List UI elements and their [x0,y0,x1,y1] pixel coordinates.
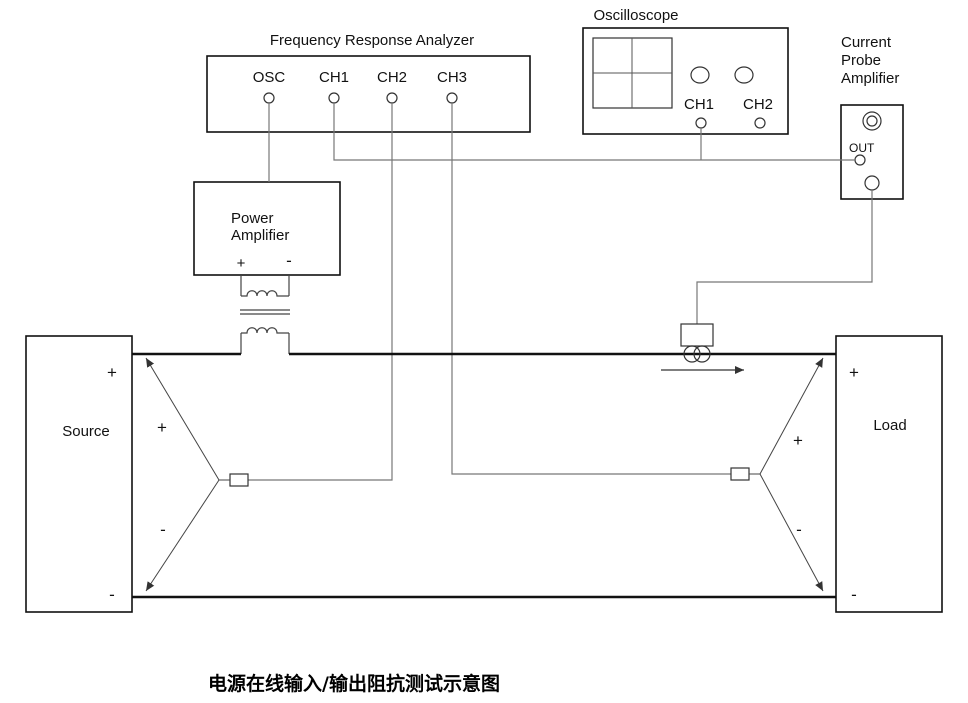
probe-amp-line3: Amplifier [841,70,899,87]
fra-osc-jack [263,92,275,104]
load-sense-connector [730,467,750,481]
source-sense-probe: + - [145,357,249,592]
oscilloscope: Oscilloscope CH1 CH2 [582,7,789,135]
signal-wiring [248,103,873,481]
power-amp-line1: Power [231,210,274,227]
source-sense-minus: - [160,520,166,539]
fra-box [206,55,531,133]
source-minus: - [109,585,115,604]
load-sense-lead-minus [759,473,824,592]
fra-ch1-label: CH1 [319,69,349,86]
fra-osc-label: OSC [253,69,286,86]
current-probe-clamp-left [683,345,701,363]
scope-ch2-label: CH2 [743,96,773,113]
current-probe-head [680,323,714,347]
current-probe [661,323,744,374]
wire-ch3-to-load-sense [451,103,731,475]
fra-ch3-label: CH3 [437,69,467,86]
scope-knob-2 [734,66,754,84]
fra-ch2-label: CH2 [377,69,407,86]
probe-amp-out-label: OUT [849,141,875,155]
power-buses [132,352,836,599]
source-box [25,335,133,613]
transformer-primary-coil [241,290,289,297]
frequency-response-analyzer: Frequency Response Analyzer OSC CH1 CH2 … [206,32,531,133]
source-sense-plus: + [157,418,167,437]
power-amp-plus: + [237,255,246,272]
fra-ch1-jack [328,92,340,104]
probe-amp-line2: Probe [841,52,881,69]
wire-ch2-to-source-sense [248,103,393,481]
source: Source + - [25,335,133,613]
power-amp-line2: Amplifier [231,227,289,244]
scope-knob-1 [690,66,710,84]
wire-ch1-bus [333,103,855,161]
fra-ch2-jack [386,92,398,104]
power-amp-minus: - [286,251,292,270]
load-sense-plus: + [793,431,803,450]
probe-amp-out-jack [854,154,866,166]
source-sense-lead-plus [145,357,220,481]
power-amp-box [193,181,341,276]
source-plus: + [107,363,117,382]
scope-title: Oscilloscope [593,7,678,24]
injection-transformer [240,275,290,354]
load-minus: - [851,585,857,604]
load-sense-lead-plus [759,357,824,475]
probe-amp-knob-inner [866,115,878,127]
fra-ch3-jack [446,92,458,104]
power-amplifier: Power Amplifier + - [193,181,341,276]
load-label: Load [873,417,906,434]
load-box [835,335,943,613]
wire-probe-amp-to-probe [696,190,873,324]
scope-ch1-jack [695,117,707,129]
load-plus: + [849,363,859,382]
probe-amp-line1: Current [841,34,892,51]
transformer-secondary-coil [241,327,289,334]
load-sense-minus: - [796,520,802,539]
source-sense-lead-minus [145,479,220,592]
load-sense-probe: + - [730,357,824,592]
current-probe-clamp-right [693,345,711,363]
probe-amp-in-jack [864,175,880,191]
scope-ch1-label: CH1 [684,96,714,113]
fra-title: Frequency Response Analyzer [270,32,474,49]
source-sense-connector [229,473,249,487]
diagram-caption: 电源在线输入/输出阻抗测试示意图 [208,672,500,695]
scope-ch2-jack [754,117,766,129]
load: Load + - [835,335,943,613]
source-label: Source [62,423,110,440]
current-probe-amplifier: Current Probe Amplifier OUT [840,34,904,200]
